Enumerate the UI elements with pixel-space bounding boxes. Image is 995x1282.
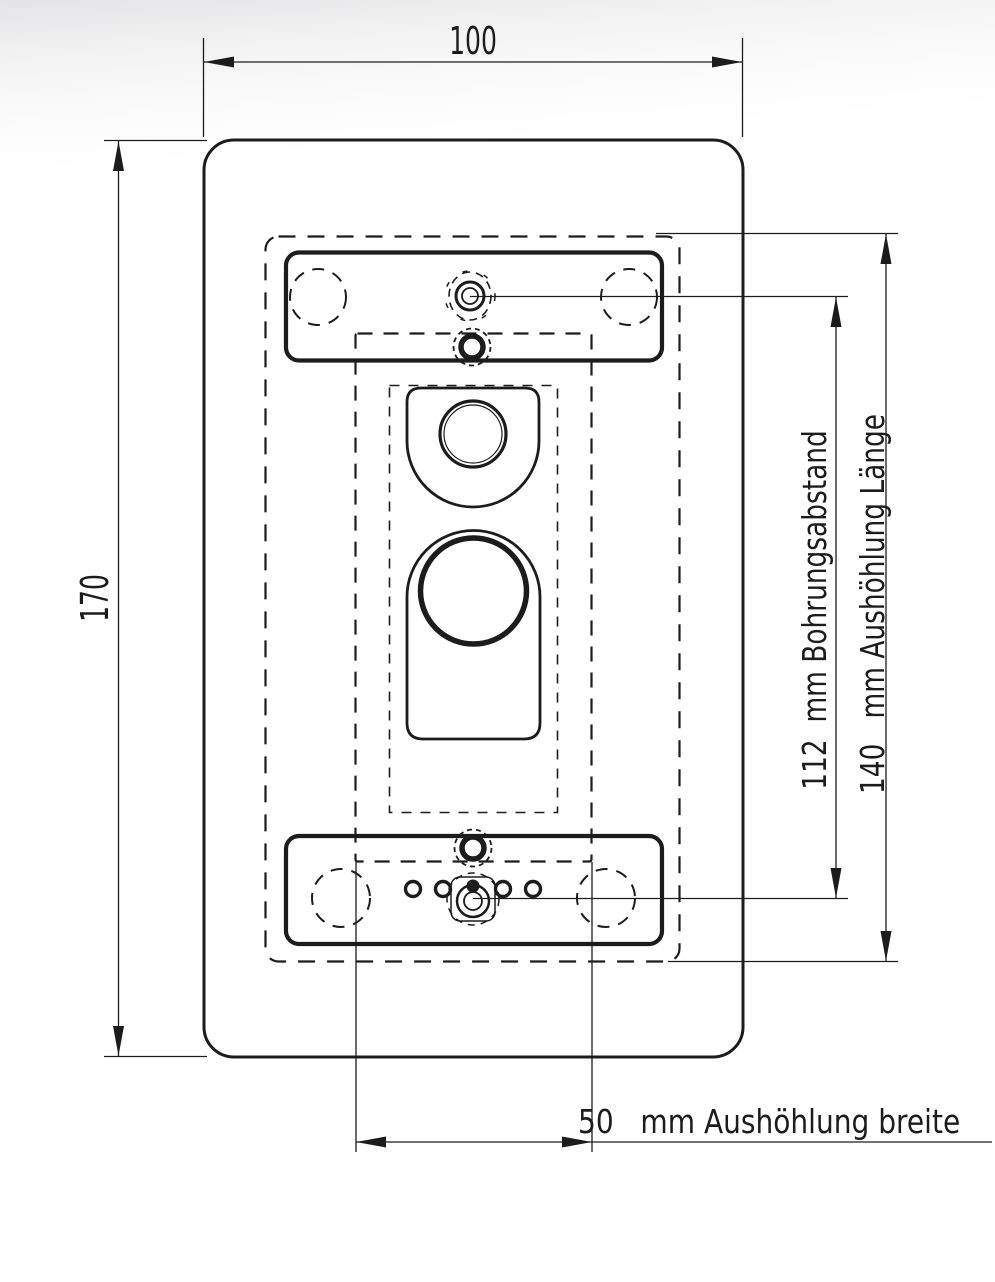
tweeter-cutout: [405, 386, 541, 509]
dim-width-label: 100: [449, 19, 497, 64]
screw-bottom-small: [453, 828, 493, 868]
screw-bottom-torx: [446, 872, 500, 926]
top-terminal-block: [283, 250, 665, 363]
top-block-left-hole-dashed: [289, 268, 347, 326]
dim-bohrungsabstand-label: 112 mm Bohrungsabstand: [796, 430, 835, 789]
dim-aushoehlung-breite-label: 50 mm Aushöhlung breite: [578, 1104, 960, 1142]
woofer-cutout: [405, 529, 542, 741]
tweeter-ring-inner: [443, 404, 503, 464]
dimension-aushoehlung-breite: 50 mm Aushöhlung breite: [355, 862, 992, 1152]
faceplate-outline: [202, 138, 745, 1059]
port-hole-1: [403, 879, 423, 899]
screw-top-small: [452, 327, 492, 367]
cavity-length-outline-dashed: [264, 235, 681, 963]
speaker-cutout-outline-dashed: [388, 384, 559, 814]
dimension-height: 170: [73, 139, 207, 1058]
tweeter-ring: [438, 399, 508, 469]
port-hole-2: [433, 879, 453, 899]
dim-aushoehlung-laenge-label: 140 mm Aushöhlung Länge: [854, 414, 893, 794]
woofer-ring: [417, 535, 530, 647]
dimension-bohrungsabstand: 112 mm Bohrungsabstand: [470, 295, 848, 900]
cavity-width-outline-dashed: [354, 332, 593, 863]
dim-height-label: 170: [73, 574, 118, 622]
port-hole-4: [523, 879, 543, 899]
bottom-block-left-hole-dashed: [311, 868, 371, 928]
dimension-aushoehlung-laenge: 140 mm Aushöhlung Länge: [656, 232, 898, 963]
port-hole-3: [493, 879, 513, 899]
dimension-width: 100: [202, 19, 744, 137]
